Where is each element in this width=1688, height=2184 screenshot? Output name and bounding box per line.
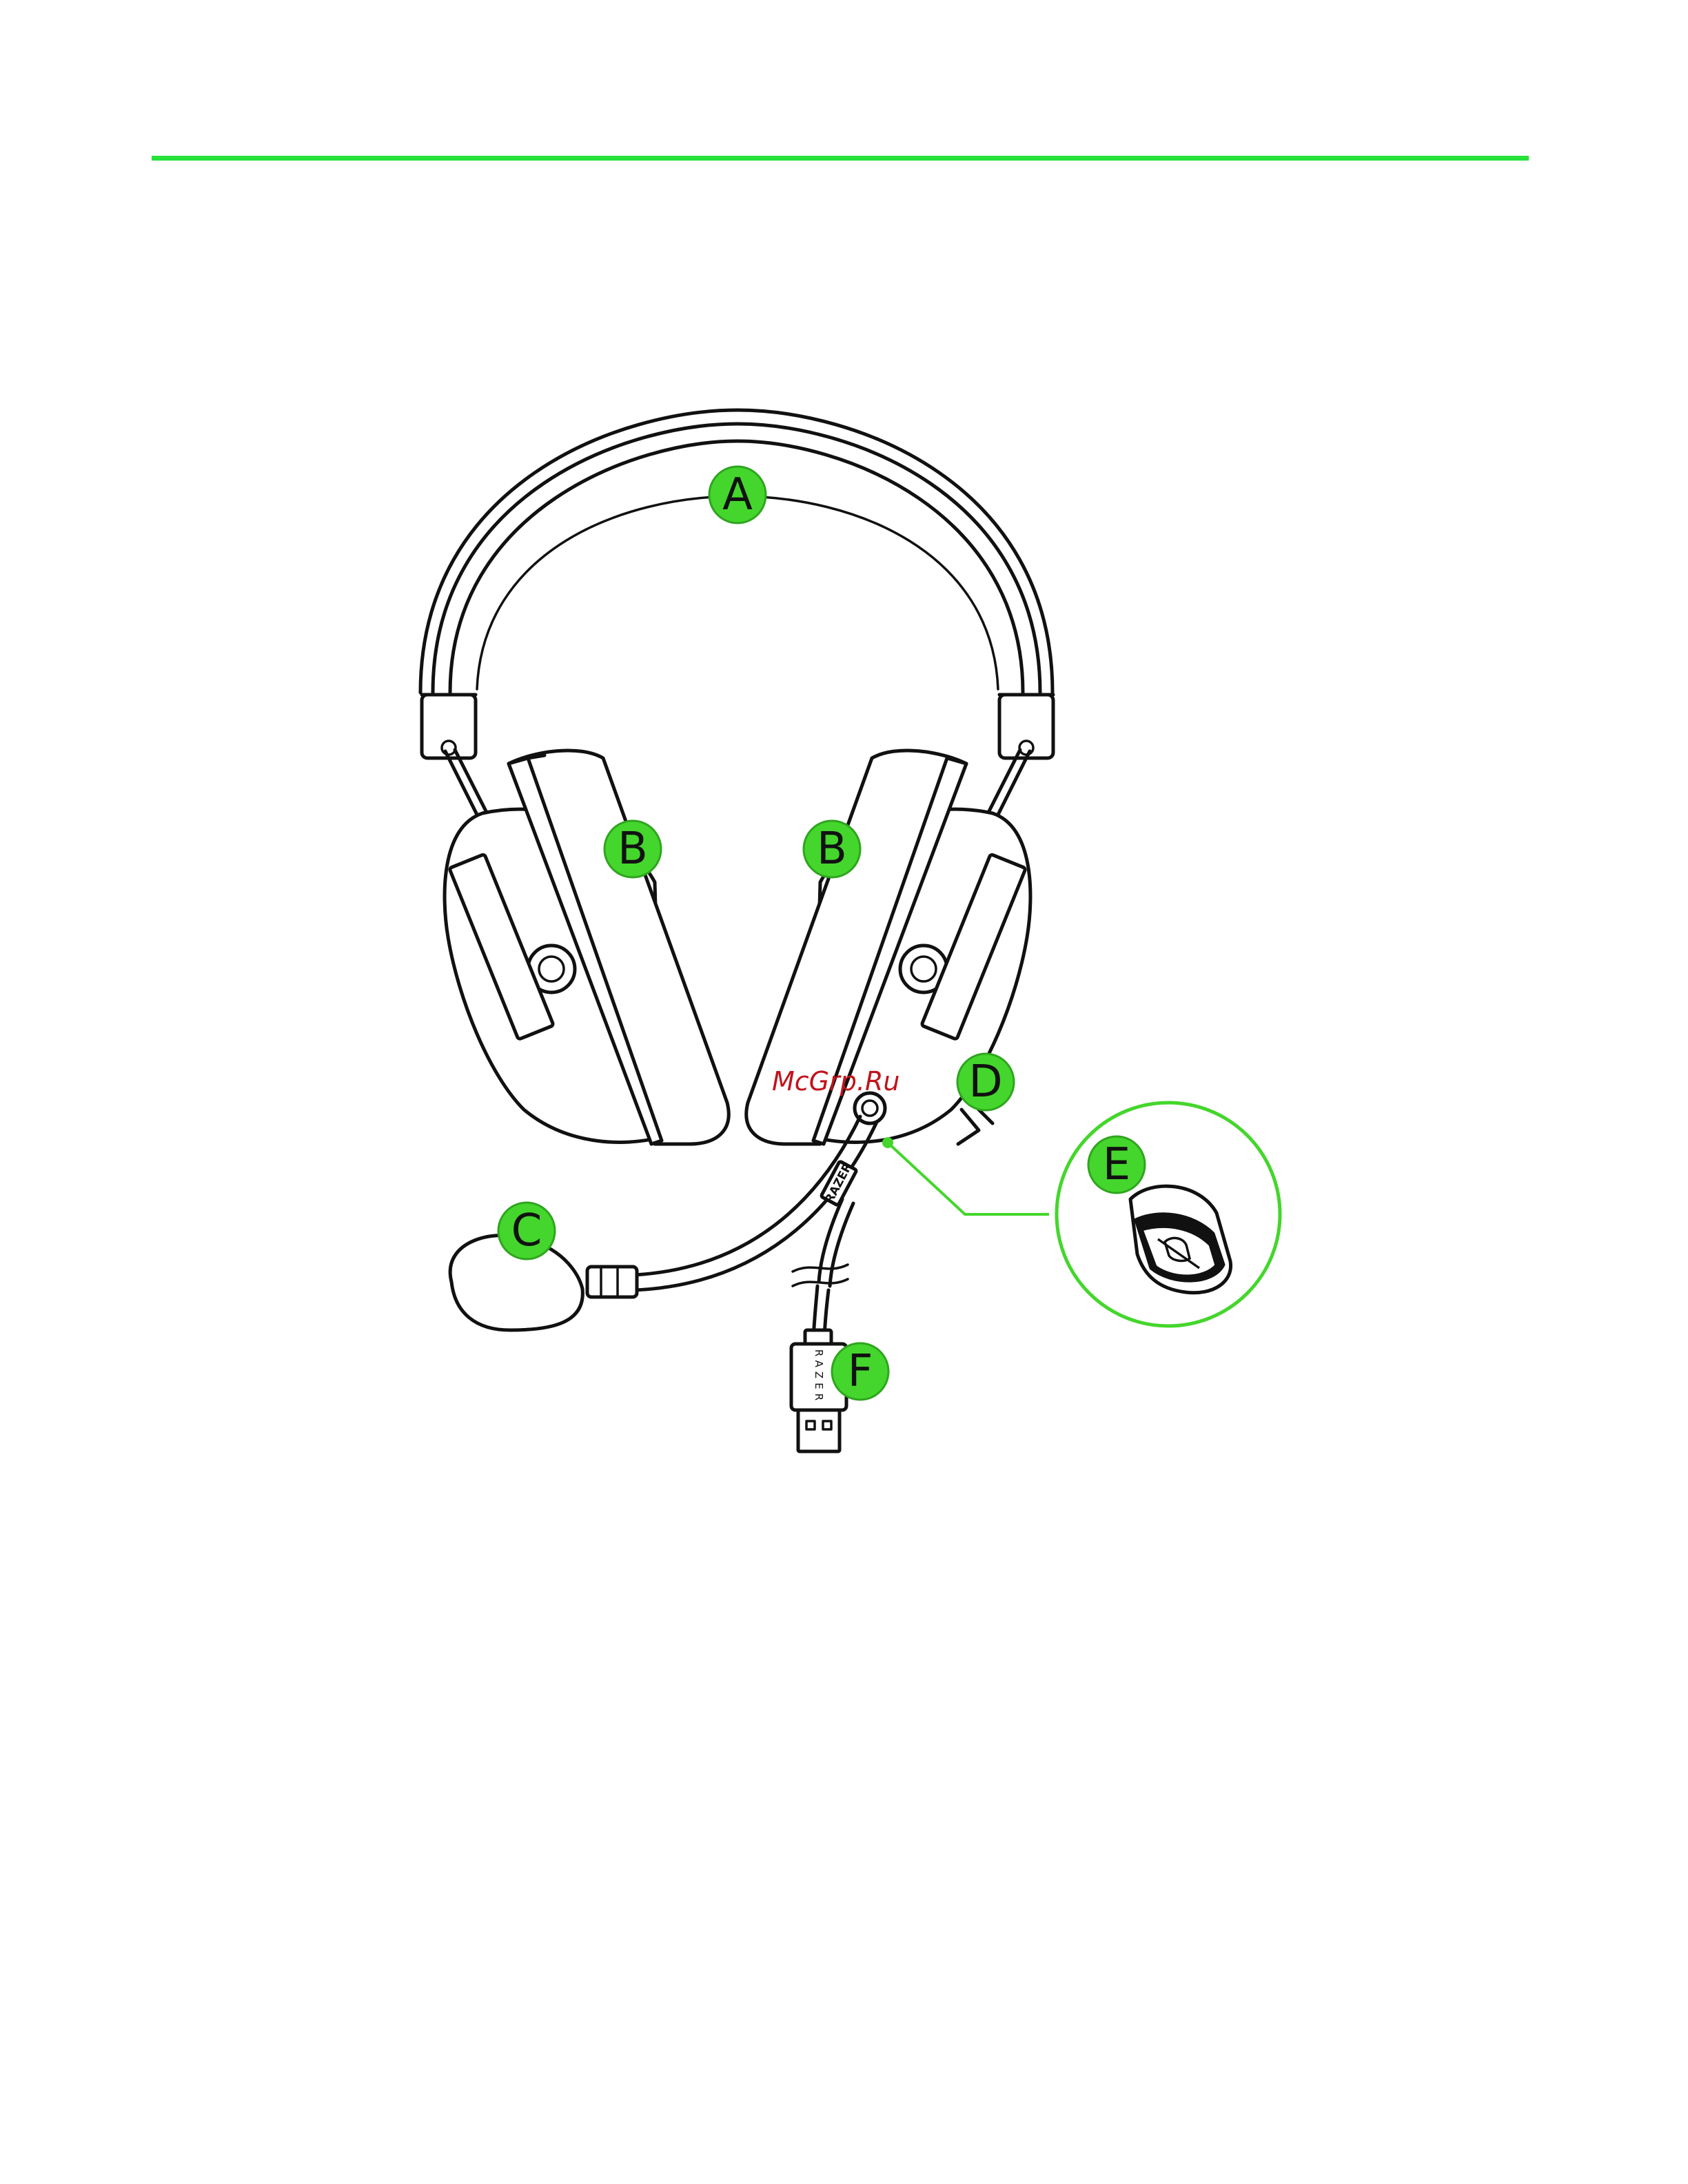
- callout-badge-e: E: [1088, 1136, 1145, 1193]
- callout-badge-f: F: [832, 1343, 888, 1400]
- callout-label-b-left: B: [618, 824, 648, 875]
- callout-label-a: A: [722, 469, 753, 520]
- callout-label-c: C: [511, 1205, 542, 1256]
- usb-brand-text: RAZER: [813, 1349, 825, 1405]
- callout-badge-c: C: [498, 1203, 555, 1259]
- headband: [420, 410, 1053, 758]
- usb-cable: RAZER: [791, 1199, 853, 1451]
- callout-label-b-right: B: [817, 824, 847, 875]
- callout-badge-b-right: B: [804, 821, 860, 877]
- callout-label-e: E: [1103, 1139, 1130, 1190]
- callout-label-d: D: [968, 1057, 1002, 1108]
- callout-badge-b-left: B: [604, 821, 661, 877]
- mute-callout: [882, 1103, 1280, 1326]
- callout-badge-a: A: [709, 467, 766, 523]
- callout-badge-d: D: [957, 1054, 1014, 1110]
- left-earcup: [445, 750, 729, 1144]
- watermark-text: McGrp.Ru: [772, 1066, 899, 1096]
- callout-label-f: F: [848, 1346, 873, 1397]
